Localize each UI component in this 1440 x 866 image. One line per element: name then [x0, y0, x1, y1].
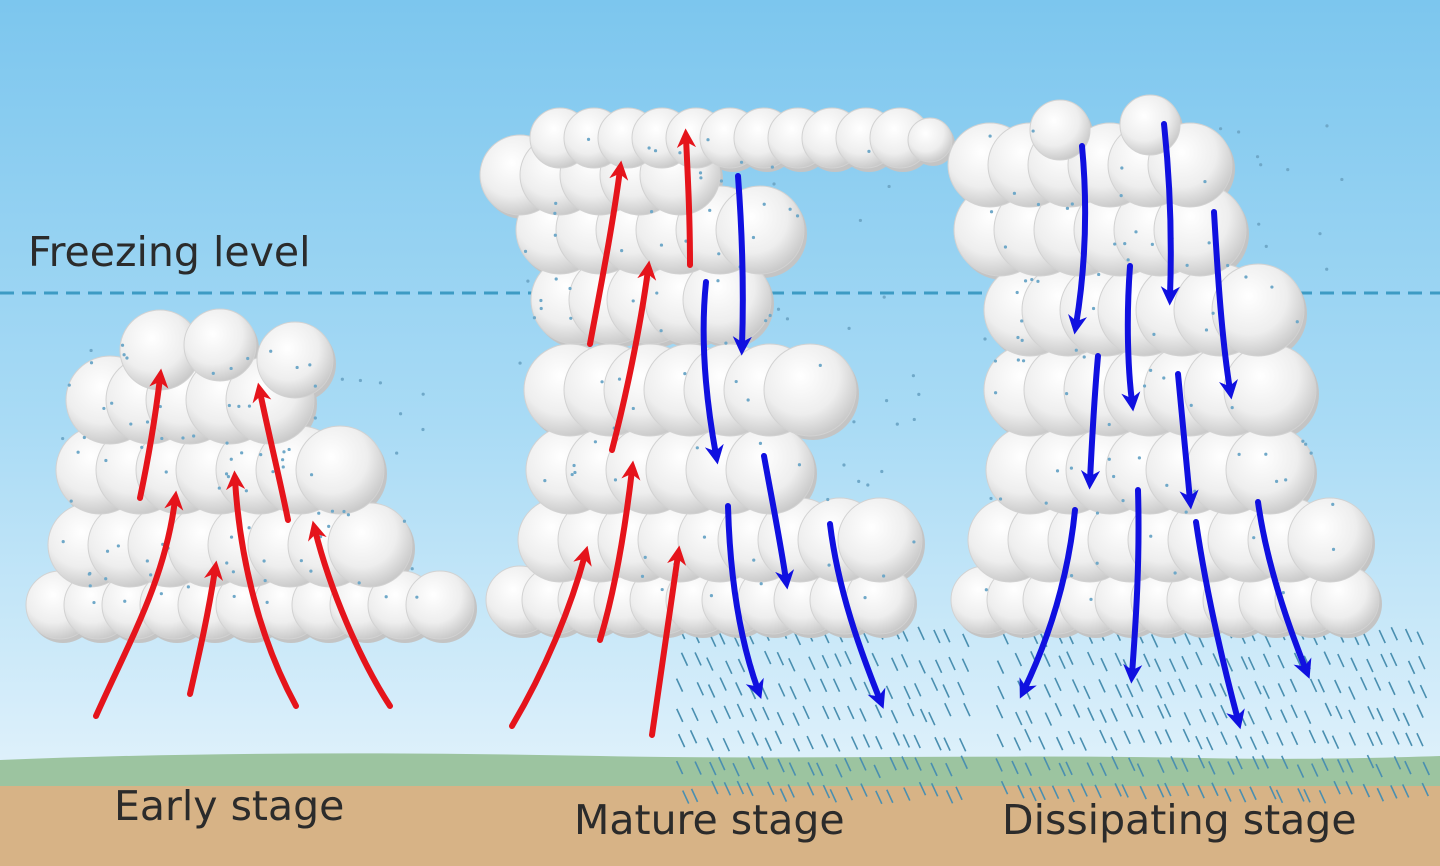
updraft-arrow: [597, 460, 641, 643]
downdraft-arrow: [700, 279, 724, 465]
downdraft-arrow: [1255, 499, 1312, 679]
updraft-arrow: [509, 545, 592, 729]
updraft-arrow: [676, 128, 697, 268]
grass-band: [0, 753, 1440, 788]
mature-rain: [675, 625, 971, 805]
updraft-arrow: [308, 520, 393, 709]
downdraft-arrow: [1080, 353, 1101, 490]
updraft-arrow: [226, 470, 299, 709]
ground-soil: [0, 786, 1440, 866]
arrow-layer: [93, 121, 1312, 738]
downdraft-arrow: [1175, 371, 1199, 510]
updraft-arrow: [587, 160, 629, 347]
updraft-arrow: [93, 490, 184, 719]
updraft-arrow: [137, 368, 169, 501]
updraft-arrow: [187, 560, 224, 697]
freezing-level-label: Freezing level: [28, 228, 311, 276]
downdraft-arrow: [1068, 143, 1089, 335]
downdraft-arrow: [761, 453, 795, 590]
early-stage-cloud: [25, 308, 477, 643]
downdraft-arrow: [1123, 487, 1143, 684]
updraft-arrow: [609, 260, 657, 453]
downdraft-arrow: [732, 173, 752, 356]
downdraft-arrow: [1211, 209, 1238, 400]
downdraft-arrow: [827, 521, 886, 709]
downdraft-arrow: [1160, 121, 1180, 306]
updraft-arrow: [252, 382, 291, 523]
downdraft-arrow: [725, 503, 764, 700]
downdraft-arrow: [1193, 519, 1245, 730]
mature-stage-label: Mature stage: [574, 796, 845, 844]
early-stage-label: Early stage: [114, 782, 345, 830]
downdraft-arrow: [1019, 507, 1078, 699]
updraft-arrow: [649, 545, 687, 738]
downdraft-arrow: [1121, 263, 1141, 412]
dissipating-stage-label: Dissipating stage: [1002, 796, 1357, 844]
